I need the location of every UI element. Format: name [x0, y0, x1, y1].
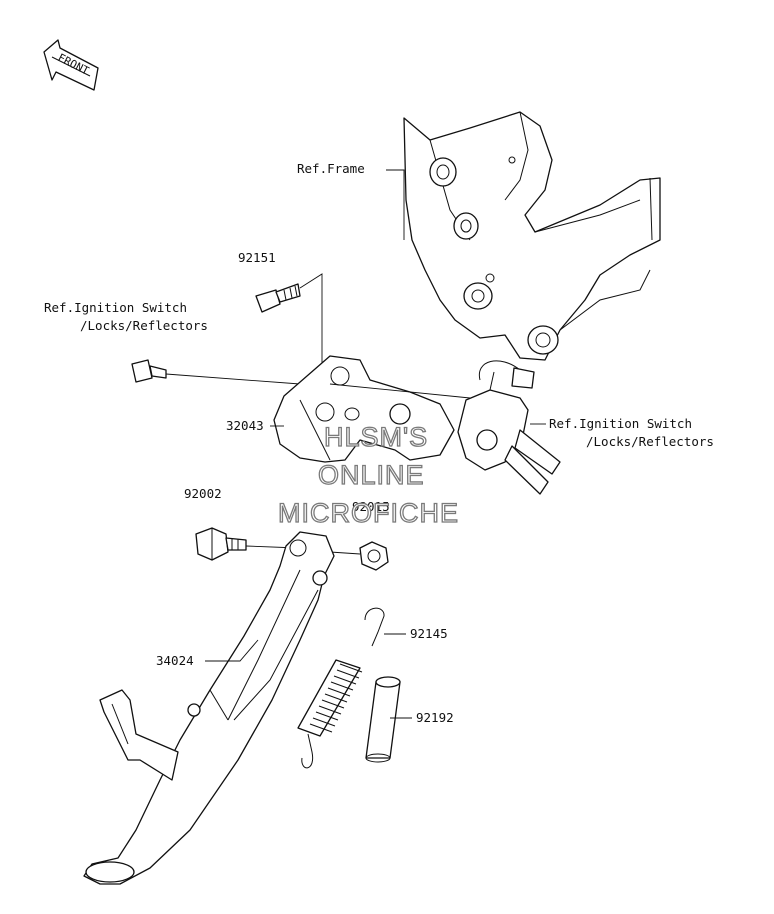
leader-ref-left: [165, 373, 301, 385]
watermark: HLSM'S ONLINE MICROFICHE: [277, 421, 459, 528]
bolt-92151: [255, 283, 301, 313]
label-32043: 32043: [226, 418, 264, 433]
label-ref-frame: Ref.Frame: [297, 161, 365, 176]
side-stand-34024: [83, 531, 335, 885]
label-34024: 34024: [156, 653, 194, 668]
nut-92015: [359, 541, 389, 571]
leader-ref-right-bolt: [329, 383, 471, 399]
label-92145: 92145: [410, 626, 448, 641]
bolt-ref-left: [131, 359, 167, 383]
spring-92145: [297, 607, 385, 769]
leader-ref-frame: [386, 169, 405, 240]
watermark-line-3: MICROFICHE: [278, 498, 459, 528]
leader-92015-line: [329, 551, 361, 555]
leader-34024: [205, 639, 259, 662]
label-ref-ignition-left-2: /Locks/Reflectors: [80, 318, 208, 333]
leader-92151: [299, 273, 323, 374]
switch-ref-drawing: [457, 360, 561, 495]
collar-92192: [365, 676, 401, 763]
bracket-32043: [273, 355, 455, 463]
front-arrow-icon: FRONT: [43, 39, 99, 91]
label-ref-ignition-right-2: /Locks/Reflectors: [586, 434, 714, 449]
label-92015: 92015: [352, 499, 390, 514]
watermark-line-2: ONLINE: [318, 460, 425, 490]
watermark-line-1: HLSM'S: [324, 422, 428, 452]
label-92002: 92002: [184, 486, 222, 501]
frame-ref-drawing: [403, 111, 661, 361]
bolt-92002: [195, 527, 247, 561]
label-ref-ignition-left-1: Ref.Ignition Switch: [44, 300, 187, 315]
label-ref-ignition-right-1: Ref.Ignition Switch: [549, 416, 692, 431]
label-92151: 92151: [238, 250, 276, 265]
label-92192: 92192: [416, 710, 454, 725]
